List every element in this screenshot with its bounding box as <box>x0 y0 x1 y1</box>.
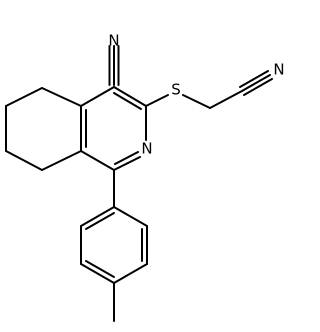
bond-c4-c3-inner <box>113 92 142 110</box>
chemical-structure-diagram: N S N N <box>5 32 285 322</box>
bond-nitrile-right-2 <box>241 74 271 92</box>
structure-canvas: N S N N <box>5 32 285 322</box>
bond-c4a-c5 <box>41 87 82 107</box>
bond-ar6-ar1-inner <box>85 212 115 230</box>
bond-ar6-ar1 <box>80 206 115 227</box>
bond-n2-c1-inner <box>114 151 139 165</box>
atom-label-sulfur: S <box>171 81 181 99</box>
bond-nitrile-right-1 <box>239 70 269 88</box>
bond-c4a-c4 <box>80 86 115 107</box>
bond-c7-c8 <box>5 150 43 171</box>
atom-labels: N S N N <box>108 32 284 158</box>
bond-ch2-c <box>209 90 243 109</box>
bond-c8-c8a <box>41 150 82 171</box>
bond-ar4-ar5 <box>80 263 115 284</box>
bond-ar3-ar4 <box>113 263 148 284</box>
atom-label-ring-n: N <box>141 140 152 158</box>
bond-s-ch2 <box>182 94 211 109</box>
bond-lines <box>5 45 273 322</box>
bond-c4-c3 <box>113 86 147 107</box>
bond-c5-c6 <box>5 87 43 107</box>
atom-label-nitrile-right-n: N <box>273 61 284 79</box>
bond-nitrile-right-3 <box>243 78 273 96</box>
bond-ar1-ar2 <box>113 206 148 227</box>
bond-n2-c1 <box>113 156 141 171</box>
bond-c3-s <box>145 94 169 107</box>
bond-c1-c8a <box>80 150 115 171</box>
atom-label-nitrile-top-n: N <box>108 32 119 50</box>
bond-ar4-ar5-inner <box>85 260 115 278</box>
